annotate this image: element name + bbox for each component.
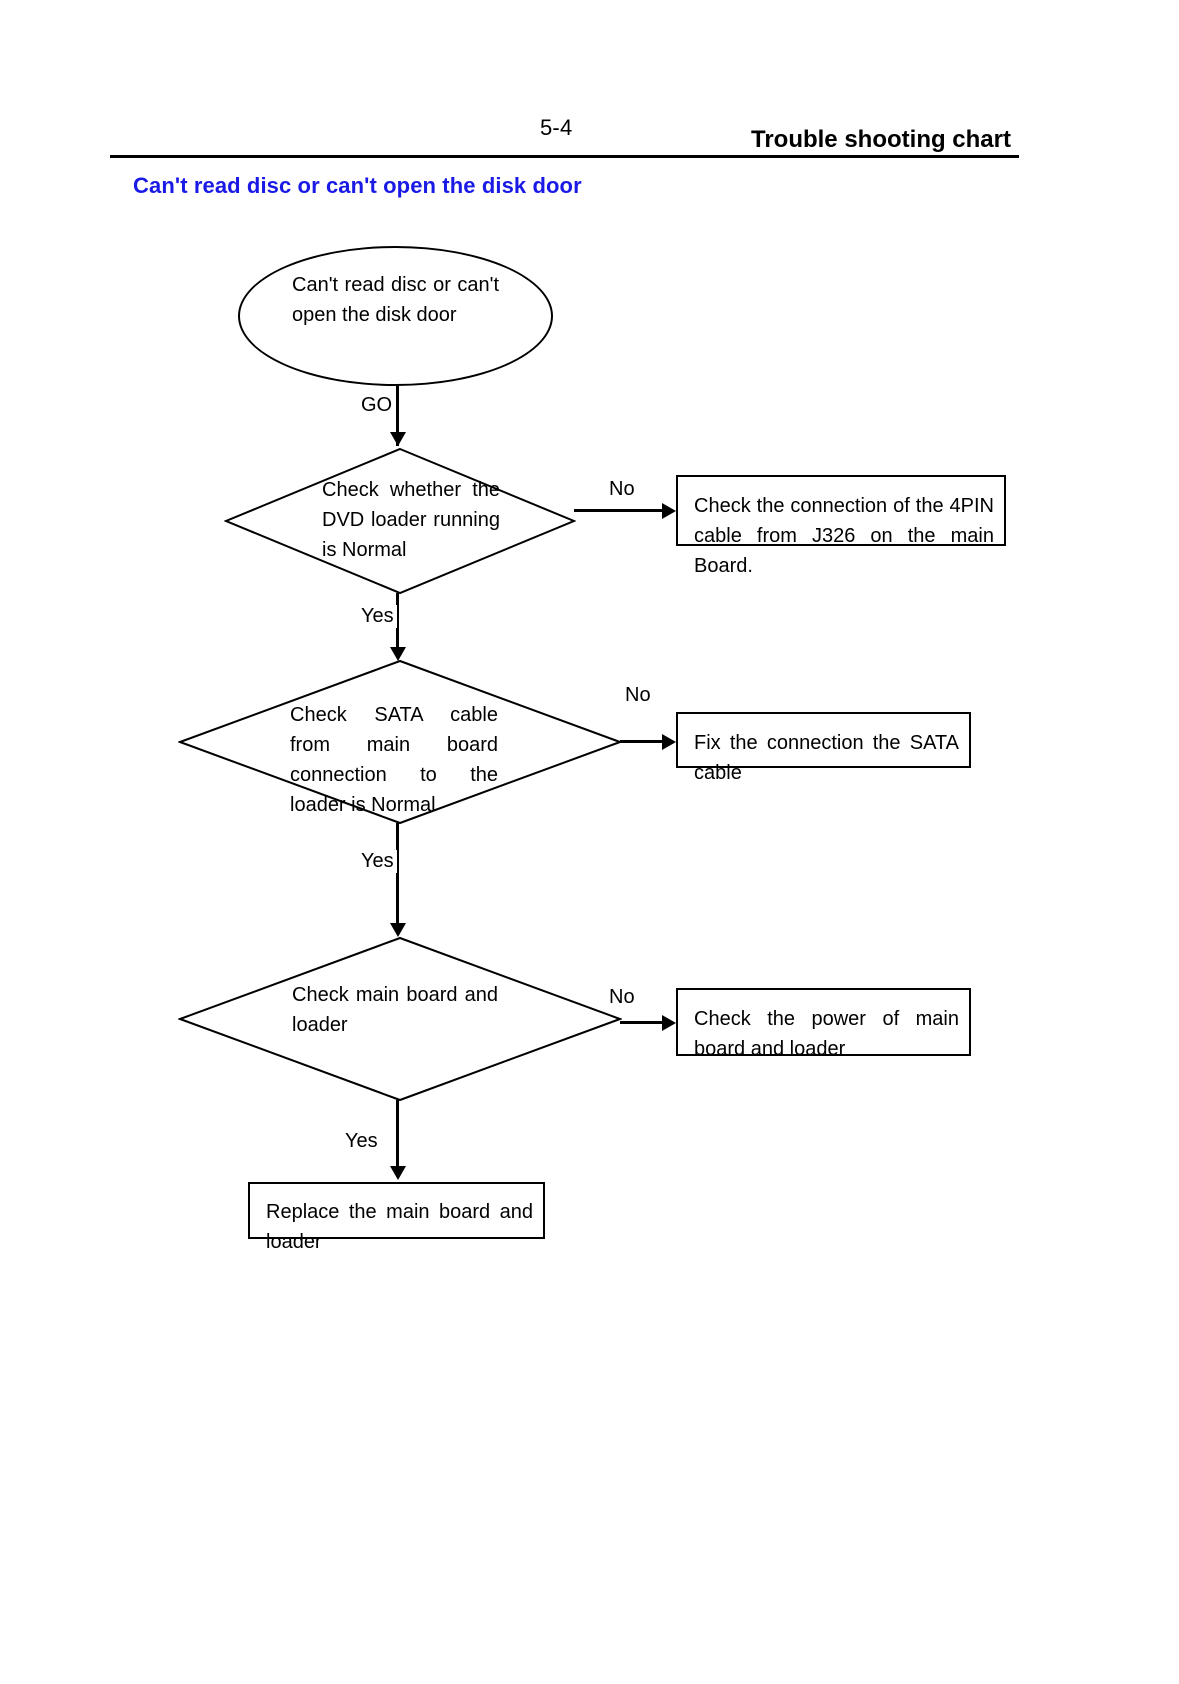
connector-decision-3-yes [396, 1100, 399, 1176]
edge-label-decision-3-yes: Yes [342, 1130, 381, 1153]
connector-decision-2-no [620, 740, 664, 743]
arrow-decision-3-yes [390, 1166, 406, 1180]
arrow-start-to-decision-1 [390, 432, 406, 446]
arrow-decision-1-no [662, 503, 676, 519]
page-title: Trouble shooting chart [750, 126, 1011, 153]
action-box-3: Check the power of main board and loader [676, 988, 971, 1060]
page-number: 5-4 [540, 115, 573, 140]
end-box: Replace the main board and loader [248, 1182, 545, 1253]
decision-2-diamond [178, 659, 622, 825]
action-box-1-label: Check the connection of the 4PIN cable f… [694, 495, 994, 577]
flowchart-start-oval [238, 246, 553, 386]
decision-1-label: Check whether the DVD loader running is … [322, 479, 500, 561]
end-box-label: Replace the main board and loader [266, 1201, 533, 1253]
arrow-decision-2-no [662, 734, 676, 750]
edge-label-decision-2-no: No [622, 684, 654, 707]
decision-2-label: Check SATA cable from main board connect… [290, 704, 498, 816]
edge-label-decision-2-yes: Yes [358, 850, 397, 873]
section-heading: Can't read disc or can't open the disk d… [133, 173, 582, 198]
flowchart-start-label: Can't read disc or can't open the disk d… [292, 274, 499, 326]
connector-decision-1-no [574, 509, 664, 512]
edge-label-go: GO [358, 394, 396, 417]
decision-3-diamond [178, 936, 622, 1102]
connector-decision-1-yes [396, 593, 399, 657]
action-box-2: Fix the connection the SATA cable [676, 712, 971, 784]
edge-label-decision-1-yes: Yes [358, 605, 397, 628]
arrow-decision-2-yes [390, 923, 406, 937]
action-box-2-label: Fix the connection the SATA cable [694, 732, 959, 784]
arrow-decision-1-yes [390, 647, 406, 661]
edge-label-decision-1-no: No [606, 478, 638, 501]
connector-start-to-decision-1 [396, 386, 399, 446]
arrow-decision-3-no [662, 1015, 676, 1031]
edge-label-decision-3-no: No [606, 986, 638, 1009]
decision-3-label: Check main board and loader [292, 984, 498, 1036]
decision-1-diamond [224, 447, 576, 595]
action-box-3-label: Check the power of main board and loader [694, 1008, 959, 1060]
action-box-1: Check the connection of the 4PIN cable f… [676, 475, 1006, 577]
header-divider [110, 155, 1019, 158]
connector-decision-3-no [620, 1021, 664, 1024]
connector-decision-2-yes [396, 823, 399, 933]
